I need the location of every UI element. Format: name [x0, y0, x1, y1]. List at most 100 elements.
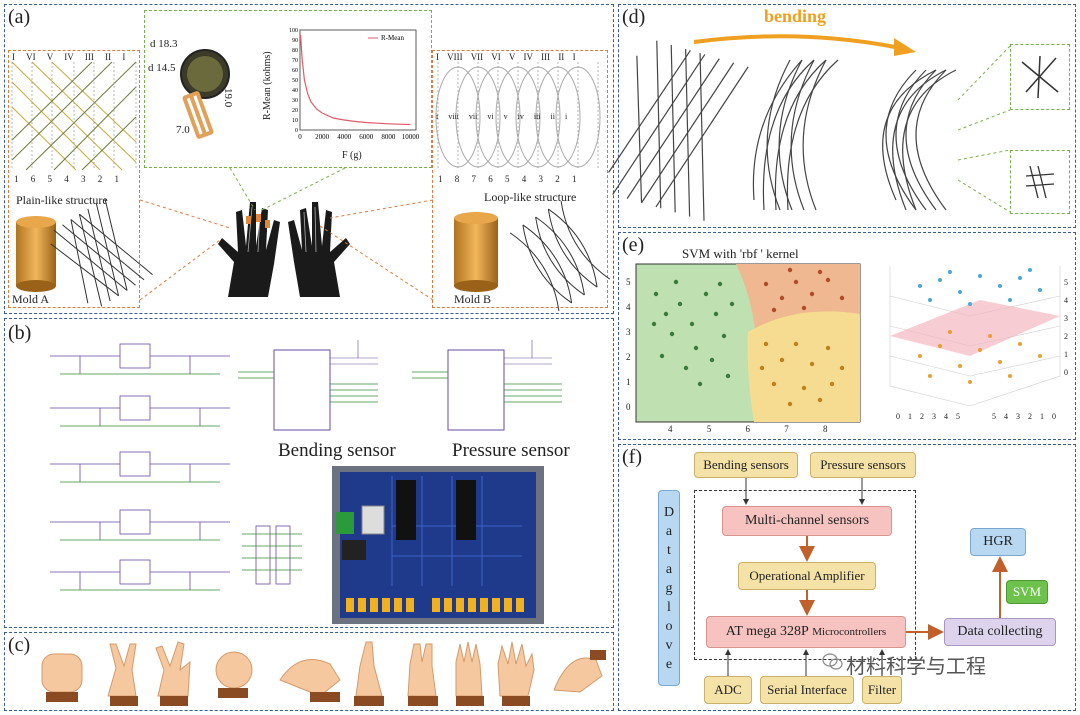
- panel-d-label: (d): [622, 6, 646, 28]
- x-tick-label: 4000: [337, 133, 352, 141]
- stent-slight-bend: [752, 59, 839, 211]
- loop-structure-diagram: [435, 62, 601, 170]
- r-mean-plot: 0 2000 4000 6000 8000 10000 0 10 20 30 40 50 60 70 80 9…: [289, 28, 420, 141]
- x3d-ticks: 0 1 2 3 4 5: [896, 412, 960, 421]
- x-tick-label: 6000: [359, 133, 374, 141]
- x-tick-label: 0: [298, 133, 302, 141]
- svm-3d-plot: [889, 266, 1061, 407]
- x-tick-label: 10000: [402, 133, 420, 141]
- zoom-detail-2: [1025, 165, 1055, 199]
- plain-roman-labels: I VI V IV III II I: [12, 52, 126, 62]
- panel-a-label: (a): [8, 6, 31, 28]
- r-mean-series-line: [299, 34, 411, 126]
- op-amp-box: Operational Amplifier: [738, 562, 876, 590]
- mold-a-cylinder: [16, 216, 56, 292]
- plain-stent: [50, 198, 153, 307]
- panel-f: [618, 444, 1076, 711]
- panel-a: [4, 4, 614, 314]
- x-tick-label: 2000: [315, 133, 330, 141]
- stent-full-bend: [882, 69, 957, 211]
- x-tick-label: 8000: [381, 133, 396, 141]
- bending-sensors-box: Bending sensors: [694, 452, 798, 478]
- serial-interface-box: Serial Interface: [760, 676, 854, 704]
- panel-e: [618, 232, 1076, 440]
- pressure-sensor-label: Pressure sensor: [452, 440, 570, 461]
- y-tick-label: 30: [292, 98, 298, 104]
- adc-box: ADC: [704, 676, 752, 704]
- panel-b: [4, 318, 614, 628]
- y-tick-label: 60: [292, 68, 298, 74]
- multi-channel-box: Multi-channel sensors: [722, 506, 892, 536]
- panel-c-label: (c): [8, 634, 31, 656]
- mcu-sub: Microcontrollers: [812, 626, 887, 638]
- loop-stent: [509, 201, 611, 311]
- loop-structure-box: [432, 50, 608, 308]
- loop-structure-label: Loop-like structure: [484, 190, 577, 204]
- svm-decision-plot: [635, 263, 861, 423]
- arduino-nano-bending: [238, 340, 378, 431]
- bending-title: bending: [764, 6, 827, 26]
- bending-arrow: [693, 34, 916, 56]
- plot-xlabel: F (g): [342, 150, 362, 161]
- circuit-schematic-left: [50, 343, 230, 591]
- y3d-ticks: 5 4 3 2 1 0: [992, 412, 1056, 421]
- glove-hands-image: [218, 202, 350, 297]
- y-tick-label: 20: [292, 108, 298, 114]
- svm-xticks: 4 5 6 7 8: [668, 424, 828, 434]
- zoom-detail-1: [1021, 55, 1059, 99]
- wechat-icon: [822, 653, 843, 670]
- svm-title: SVM with 'rbf ' kernel: [682, 246, 799, 261]
- loop-roman-labels: I VIII VII VI V IV III II I: [436, 52, 576, 62]
- y-tick-label: 70: [292, 58, 298, 64]
- plot-frame: [299, 29, 417, 131]
- svm-box: SVM: [1006, 580, 1048, 604]
- plain-arabic-labels: 1 6 5 4 3 2 1: [14, 174, 119, 184]
- panel-d: [618, 4, 1076, 228]
- y-tick-label: 80: [292, 48, 298, 54]
- pressure-sensors-box: Pressure sensors: [810, 452, 916, 478]
- y-tick-label: 40: [292, 88, 298, 94]
- panel-f-label: (f): [622, 446, 642, 468]
- mcu-box: AT mega 328P Microcontrollers: [706, 616, 906, 648]
- loop-arabic-labels: 1 8 7 6 5 4 3 2 1: [438, 174, 577, 184]
- zoom-box-2: [1010, 150, 1070, 214]
- sensor-detail-box: [144, 10, 432, 168]
- mold-b-cylinder: [454, 212, 498, 292]
- plain-structure-box: [8, 50, 140, 308]
- hgr-box: HGR: [970, 528, 1026, 556]
- y-tick-label: 10: [292, 118, 298, 124]
- filter-box: Filter: [862, 676, 902, 704]
- bending-sensor-label: Bending sensor: [278, 440, 396, 461]
- hand-gestures-row: [41, 641, 606, 706]
- mold-a-label: Mold A: [12, 292, 50, 306]
- stent-straight: [608, 40, 749, 221]
- connector-array: [242, 525, 302, 585]
- dim-w: 7.0: [176, 124, 190, 136]
- plain-structure-label: Plain-like structure: [16, 193, 108, 207]
- plain-structure-diagram: [11, 61, 137, 171]
- watermark-text: 材料科学与工程: [846, 654, 986, 678]
- zoom-box-1: [1010, 44, 1070, 110]
- mcu-main: AT mega 328P: [725, 624, 809, 639]
- panel-e-label: (e): [622, 234, 645, 256]
- mold-b-label: Mold B: [454, 292, 492, 306]
- y-tick-label: 100: [289, 28, 298, 34]
- panel-c: [4, 632, 614, 711]
- glove-system-boundary: [694, 490, 916, 660]
- y-tick-label: 90: [292, 38, 298, 44]
- dim-d1: d 18.3: [150, 38, 178, 50]
- fsr-sensor-image: [180, 49, 230, 139]
- pcb-board-image: [332, 466, 544, 624]
- data-collecting-box: Data collecting: [944, 618, 1056, 646]
- y-tick-label: 50: [292, 78, 298, 84]
- panel-b-label: (b): [8, 322, 32, 344]
- y-tick-label: 0: [295, 128, 298, 134]
- dim-d2: d 14.5: [148, 62, 176, 74]
- loop-mid-labels: i viii vii vi v iv iii ii i: [436, 112, 568, 121]
